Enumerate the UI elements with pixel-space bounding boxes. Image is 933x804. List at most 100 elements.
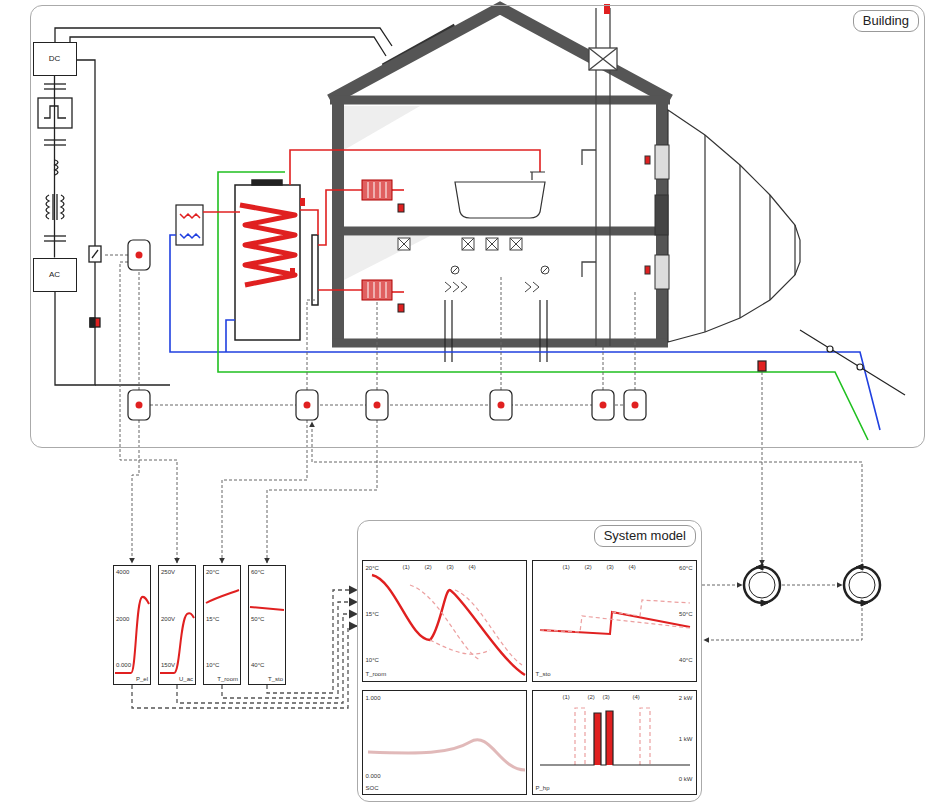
signal-lines (120, 262, 177, 563)
box-label: DC (49, 54, 61, 63)
heat-pump (176, 205, 203, 245)
electrical-components (56, 194, 57, 220)
heating-pipes (392, 189, 404, 191)
ceiling-vents (445, 282, 467, 292)
radiators (368, 182, 386, 298)
sensor-boxes (128, 390, 150, 420)
axis-label: 250V (161, 569, 175, 575)
axis-label: (1) (563, 564, 570, 570)
cold-water-pipe (226, 320, 235, 352)
axis-label: 0.000 (116, 662, 131, 668)
ceiling-vents (451, 266, 459, 274)
signal-lines (222, 420, 307, 563)
sensor-dots (136, 252, 639, 409)
signal-lines (312, 422, 862, 567)
supply-pipe (218, 172, 868, 440)
axis-label: 60°C (679, 565, 692, 571)
signal-lines (307, 300, 318, 390)
supply-pipe (218, 172, 868, 440)
controller-ring (744, 564, 880, 606)
model-chart: 20°C15°C10°C(1)(2)(3)(4)T_room (362, 560, 527, 682)
facade (668, 110, 800, 342)
sensor-boxes (624, 390, 646, 420)
chart-curves (115, 575, 690, 675)
storage-tank (300, 198, 305, 206)
utility-line (857, 364, 863, 370)
facade (769, 195, 770, 300)
ceiling-vents (486, 238, 498, 250)
axis-label: (1) (403, 564, 410, 570)
windows (645, 266, 650, 274)
axis-label: 10°C (366, 657, 379, 663)
sensor-boxes (366, 390, 388, 420)
radiators (398, 304, 404, 312)
cold-water-pipe (170, 235, 880, 430)
sensor-boxes (592, 390, 614, 420)
axis-label: 20°C (366, 565, 379, 571)
room-shading (344, 236, 430, 280)
sensor-dots (374, 402, 381, 409)
soc-band (368, 740, 525, 770)
axis-label: 50°C (679, 611, 692, 617)
signal-lines (635, 290, 636, 390)
axis-label: (4) (633, 694, 640, 700)
axis-label: 40°C (679, 657, 692, 663)
controller-ring (744, 567, 780, 603)
ceiling-vents (398, 238, 410, 250)
house-structure (332, 339, 668, 348)
axis-label: (4) (629, 564, 636, 570)
storage-tank (290, 268, 295, 276)
model-chart: 1.0000.000SOC (362, 690, 527, 795)
house-structure (332, 100, 344, 346)
axis-label: 1.000 (366, 695, 381, 701)
chart-curves (160, 613, 194, 673)
sensor-dots (600, 402, 607, 409)
utility-line (800, 330, 905, 395)
controller-ring (756, 564, 763, 570)
facade (704, 135, 705, 332)
chart-curves (115, 597, 149, 673)
ceiling-vents (541, 266, 549, 274)
windows (655, 195, 668, 235)
controller-ring (861, 600, 868, 606)
room-shading (344, 106, 420, 150)
ventilation-duct (589, 48, 617, 70)
sensor-dots (136, 402, 143, 409)
chart-scenarios (640, 708, 650, 765)
signal-arrow (177, 614, 357, 703)
electrical-components (55, 160, 58, 175)
room-shading (344, 106, 430, 280)
chart-scenarios (575, 708, 585, 765)
heat-pump (180, 214, 200, 218)
axis-label: P_hp (536, 785, 550, 791)
controller-ring (761, 600, 768, 606)
heat-pump-power-bars (540, 711, 690, 765)
facade (668, 110, 800, 342)
controller-ring (849, 572, 875, 598)
signal-lines (139, 270, 140, 390)
chart-scenarios (410, 585, 480, 660)
bathtub (530, 172, 545, 180)
facade (794, 225, 795, 275)
signal-arrow (267, 590, 357, 693)
ceiling-vents (398, 238, 549, 292)
sensor-dots (136, 252, 143, 259)
signal-lines (104, 255, 128, 256)
sensor-dots (632, 402, 639, 409)
panel-title: System model (594, 525, 696, 547)
signal-lines (267, 420, 377, 563)
signal-lines (782, 585, 842, 586)
controller-ring (844, 567, 880, 603)
axis-label: 10°C (206, 662, 219, 668)
controller-ring (749, 572, 775, 598)
signal-lines (377, 300, 378, 390)
bathtub (455, 182, 545, 218)
electrical-wiring (95, 384, 170, 385)
radiators (362, 180, 404, 312)
bathtub (455, 172, 545, 218)
axis-label: 4000 (116, 569, 129, 575)
signal-arrow (132, 626, 357, 708)
axis-label: 1 kW (679, 736, 693, 742)
utility-line (800, 330, 905, 395)
